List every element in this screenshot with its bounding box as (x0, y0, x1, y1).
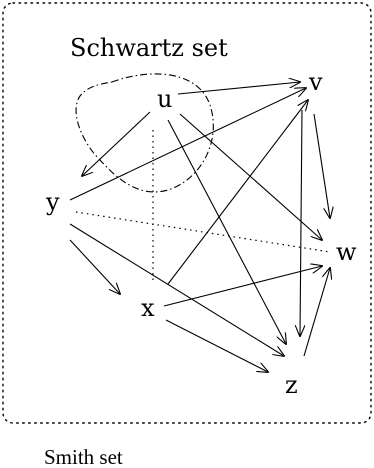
node-w: w (336, 238, 357, 266)
node-z: z (285, 371, 298, 399)
edges-group (69, 82, 330, 372)
node-y: y (45, 188, 60, 216)
node-v: v (308, 68, 323, 96)
schwartz-set-label: Schwartz set (70, 34, 228, 62)
edge-u-v (177, 82, 300, 95)
edge-y-x (69, 239, 120, 294)
schwartz-set-boundary (75, 73, 214, 193)
dotted-link-y-w (75, 211, 331, 253)
edge-x-z (165, 319, 268, 372)
edge-y-v (69, 88, 306, 201)
edge-u-z (167, 119, 286, 344)
edge-y-z (69, 223, 284, 356)
edge-x-v (167, 100, 308, 285)
dotted-links-group (75, 130, 331, 280)
edge-u-w (179, 113, 322, 240)
edge-v-w (313, 113, 330, 218)
edge-u-y (82, 111, 151, 176)
smith-set-label: Smith set (44, 445, 123, 468)
edge-x-w (163, 266, 322, 307)
smith-set-boundary (2, 2, 372, 424)
node-x: x (141, 294, 155, 322)
node-u: u (157, 85, 172, 113)
edge-v-z (300, 109, 302, 336)
edge-z-w (303, 268, 330, 357)
